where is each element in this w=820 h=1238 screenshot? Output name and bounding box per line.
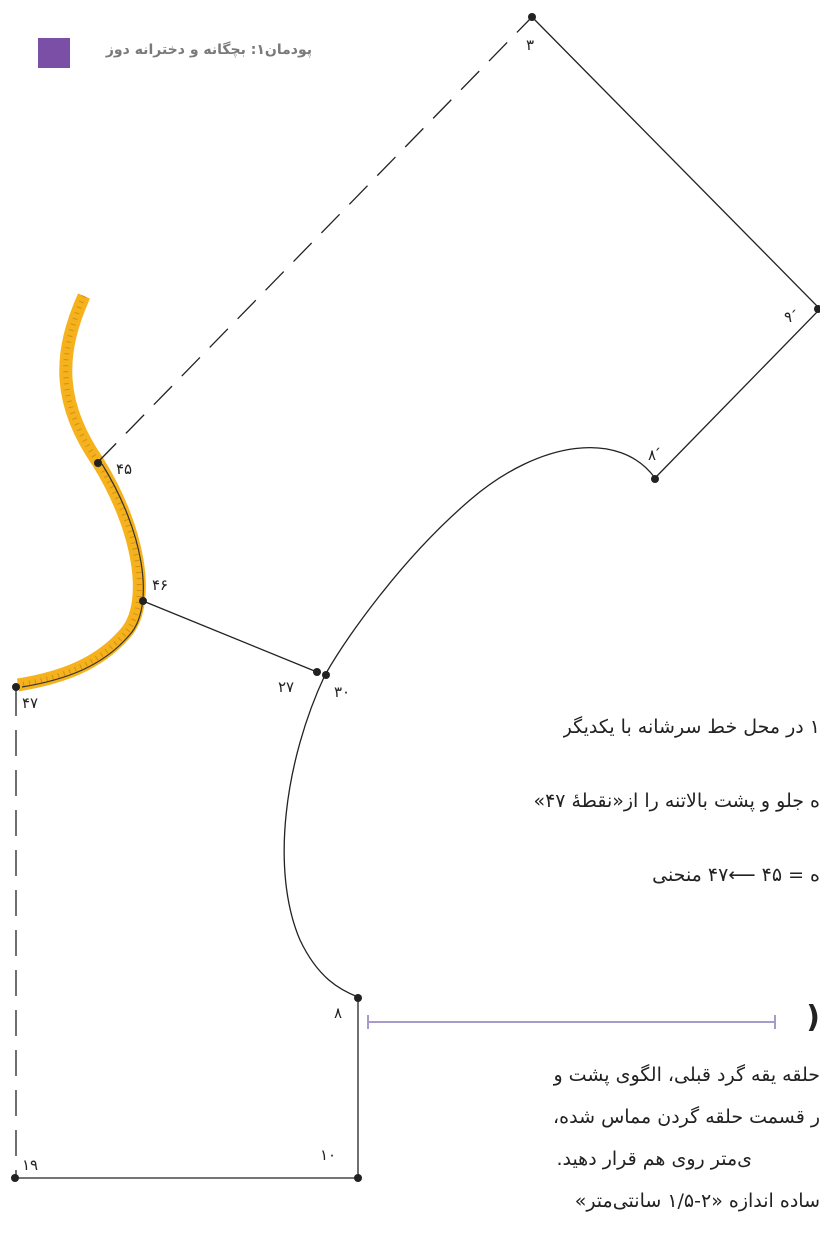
point-30 — [322, 671, 330, 679]
label-9: ۹ ́ — [784, 308, 797, 326]
instruction-line-1: ۱ در محل خط سرشانه با یکدیگر — [562, 716, 820, 738]
measuring-tape-ticks — [17, 294, 142, 688]
label-3: ۳ — [526, 36, 534, 54]
line-46-to-27 — [142, 600, 318, 673]
point-8 — [354, 994, 362, 1002]
armhole-curve — [324, 446, 656, 676]
measuring-tape-body — [16, 293, 146, 692]
measuring-tape-edge — [21, 463, 144, 688]
point-10 — [354, 1174, 362, 1182]
label-8: ۸ — [334, 1004, 342, 1022]
paragraph-line-1: حلقه یقه گرد قبلی، الگوی پشت و — [553, 1064, 820, 1086]
instruction-formula: ه = ۴۵ ⟵۴۷ منحنی — [652, 864, 820, 886]
paragraph-line-2: ر قسمت حلقه گردن مماس شده، — [553, 1106, 820, 1128]
paragraph-line-4: ساده اندازه «۲-۱/۵ سانتی‌متر» — [574, 1190, 820, 1212]
guide-line — [367, 1015, 776, 1029]
pattern-points — [11, 13, 820, 1182]
module-color-square — [38, 38, 70, 68]
side-curve — [283, 674, 359, 998]
label-19: ۱۹ — [22, 1156, 38, 1174]
point-46 — [139, 597, 147, 605]
point-19 — [11, 1174, 19, 1182]
label-27: ۲۷ — [278, 678, 294, 696]
label-10: ۱۰ — [320, 1146, 336, 1164]
label-30: ۳۰ — [334, 683, 350, 701]
point-8-prime — [651, 475, 659, 483]
module-title: پودمان۱: بچگانه و دخترانه دوز — [105, 42, 312, 58]
point-47 — [12, 683, 20, 691]
point-3 — [528, 13, 536, 21]
label-46: ۴۶ — [152, 576, 168, 594]
point-27 — [313, 668, 321, 676]
shoulder-dashed-line — [97, 16, 533, 463]
point-9 — [814, 305, 820, 313]
section-heading-fragment: ) — [806, 1000, 820, 1035]
paragraph-line-3: ی‌متر روی هم قرار دهید. — [556, 1148, 752, 1170]
measuring-tape — [16, 293, 146, 692]
label-47: ۴۷ — [22, 694, 38, 712]
point-45 — [94, 459, 102, 467]
label-8-prime: ۸ ́ — [648, 446, 661, 464]
label-45: ۴۵ — [116, 460, 132, 478]
line-9-to-8 — [654, 308, 820, 479]
instruction-line-2: ه جلو و پشت بالاتنه را از«نقطهٔ ۴۷» — [533, 790, 820, 812]
line-3-to-9 — [531, 16, 820, 310]
page-header: پودمان۱: بچگانه و دخترانه دوز — [0, 38, 820, 70]
